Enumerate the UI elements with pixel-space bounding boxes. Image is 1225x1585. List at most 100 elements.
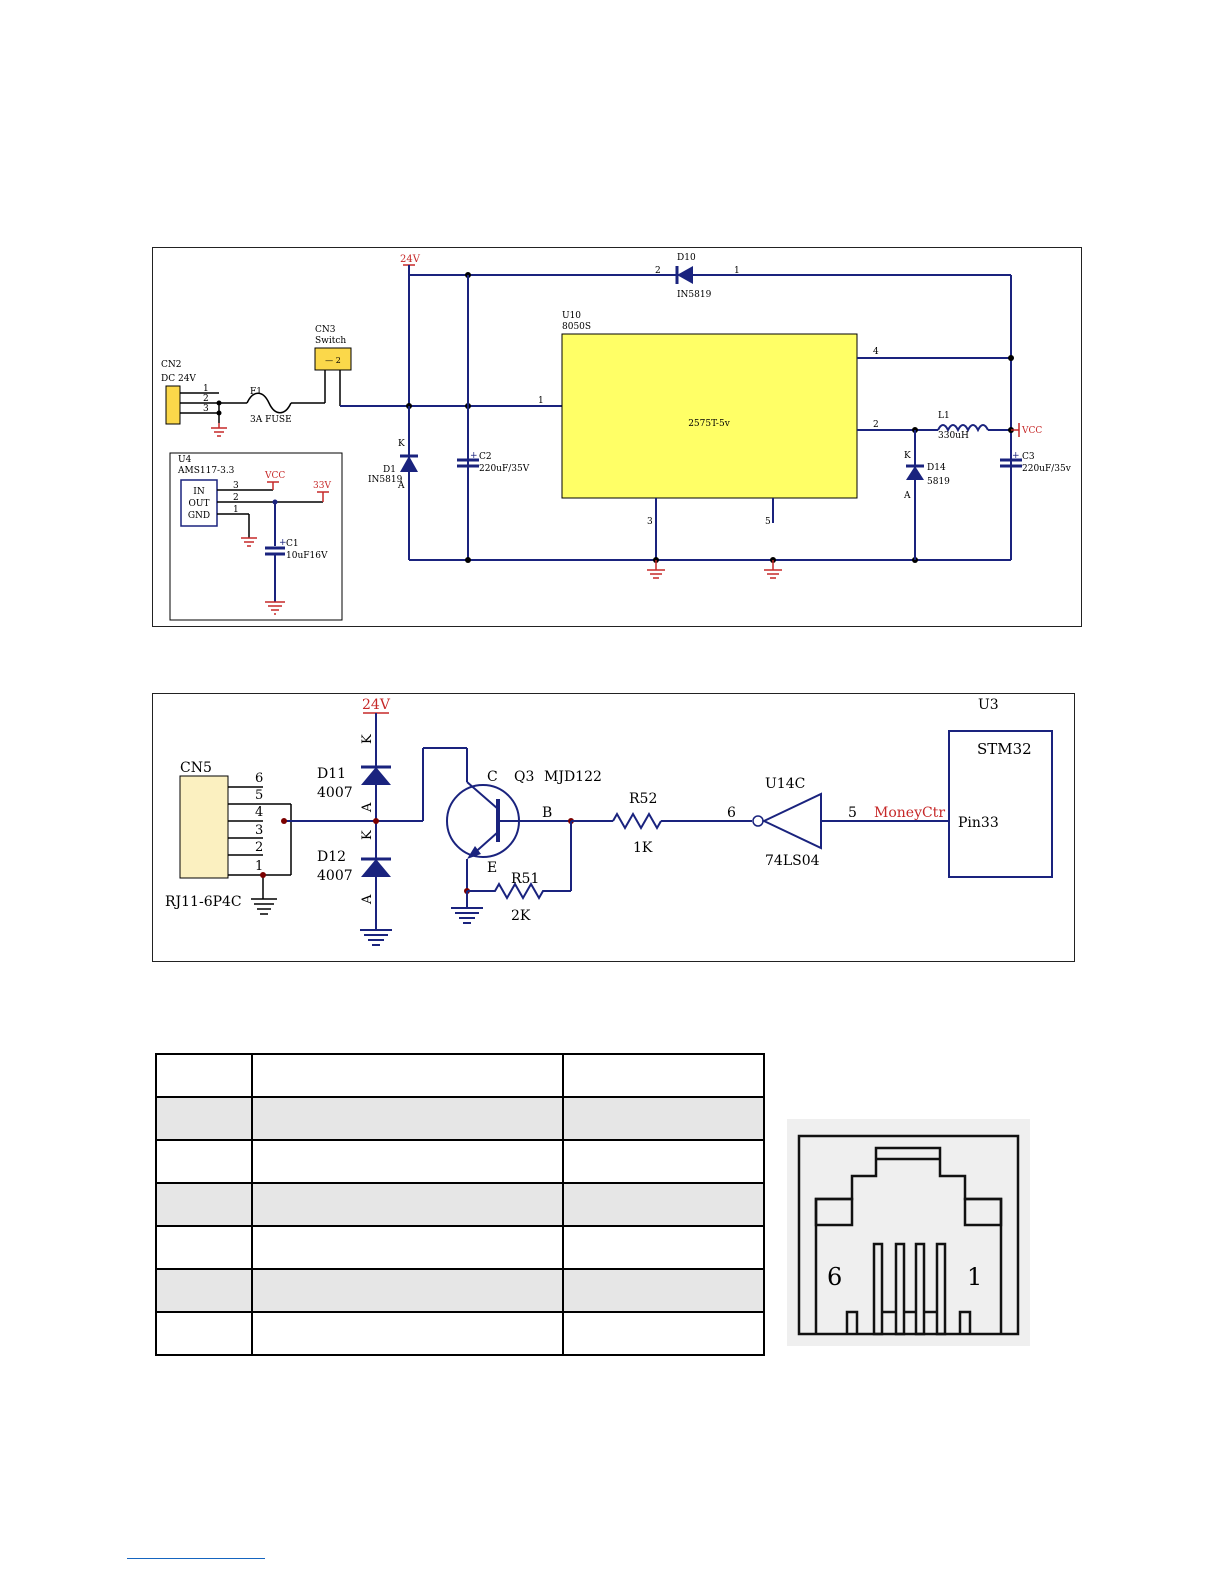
d14-value: 5819 — [927, 477, 950, 487]
table-row — [155, 1225, 765, 1270]
d1-value: IN5819 — [368, 475, 403, 485]
u10-pin4: 4 — [873, 347, 879, 357]
u3-ref: U3 — [978, 697, 999, 713]
diode-d12 — [361, 859, 391, 877]
d10-value: IN5819 — [677, 290, 712, 300]
table-row — [155, 1139, 765, 1184]
table-cell — [562, 1225, 765, 1270]
cn3-switch — [314, 347, 352, 371]
d10-ref: D10 — [677, 253, 696, 263]
cn2-pin3: 3 — [203, 404, 209, 414]
u3-pin33: Pin33 — [958, 815, 999, 831]
u10-pin5: 5 — [765, 517, 771, 527]
c3-plus: + — [1012, 451, 1020, 461]
table-cell — [155, 1182, 253, 1227]
u4-in: IN — [193, 487, 205, 497]
r51-value: 2K — [511, 908, 531, 924]
footer-link-underline — [127, 1558, 265, 1559]
d1-k: K — [398, 439, 405, 449]
u10-part: 2575T-5v — [688, 419, 731, 429]
table-row — [155, 1311, 765, 1356]
table-cell — [251, 1182, 564, 1227]
rj11-pin6-label: 6 — [827, 1263, 842, 1291]
table-row — [155, 1096, 765, 1141]
cn3-value: Switch — [315, 336, 346, 346]
d12-ref: D12 — [317, 849, 346, 865]
u14-ref: U14C — [765, 776, 805, 792]
net-moneyctr: MoneyCtr — [874, 805, 945, 821]
d11-ref: D11 — [317, 766, 346, 782]
r52-value: 1K — [633, 840, 653, 856]
u3-value: STM32 — [977, 740, 1032, 758]
d1-a: A — [397, 481, 405, 491]
u4-pin2: 2 — [233, 493, 239, 503]
u4-net-33v: 33V — [313, 481, 331, 491]
diode-d11 — [361, 767, 391, 785]
resistor-r52 — [612, 811, 662, 831]
cn2-connector — [165, 385, 181, 425]
rj11-jack-outline: 6 1 — [797, 1134, 1020, 1336]
d1-ref: D1 — [383, 465, 396, 475]
u4-gnd: GND — [188, 511, 210, 521]
table-cell — [251, 1225, 564, 1270]
cn2-ref: CN2 — [161, 360, 182, 370]
u4-ldo — [180, 479, 218, 527]
d11-a: A — [360, 802, 375, 813]
c2-ref: C2 — [479, 452, 492, 462]
table-cell — [155, 1096, 253, 1141]
power-schematic-panel: CN2 DC 24V 1 2 3 F1 3A FUSE — 2 CN3 Swit… — [152, 247, 1082, 627]
rj11-pin1-label: 1 — [967, 1263, 982, 1291]
coin-control-schematic-panel: CN5 RJ11-6P4C 6 5 4 3 2 1 24V K A K A D1… — [152, 693, 1075, 962]
table-cell — [562, 1053, 765, 1098]
u4-pin3: 3 — [233, 481, 239, 491]
f1-value: 3A FUSE — [250, 415, 292, 425]
cn5-pin6: 6 — [255, 771, 263, 786]
u10-regulator — [561, 333, 858, 499]
u4-pin1: 1 — [233, 505, 239, 515]
d11-value: 4007 — [317, 785, 353, 801]
cn3-ref: CN3 — [315, 325, 336, 335]
table-row — [155, 1268, 765, 1313]
table-row — [155, 1182, 765, 1227]
c3-value: 220uF/35v — [1022, 464, 1072, 474]
r52-ref: R52 — [629, 791, 657, 807]
table-row — [155, 1053, 765, 1098]
cn5-pin4: 4 — [255, 805, 263, 820]
d11-k: K — [360, 734, 375, 744]
table-cell — [562, 1139, 765, 1184]
table-cell — [155, 1268, 253, 1313]
c2-plus: + — [470, 451, 478, 461]
table-cell — [251, 1096, 564, 1141]
c1-plus: + — [279, 538, 287, 548]
table-cell — [251, 1139, 564, 1184]
c3-ref: C3 — [1022, 452, 1035, 462]
c1-value: 10uF16V — [286, 551, 328, 561]
diode-d10 — [677, 266, 693, 284]
l1-ref: L1 — [938, 411, 950, 421]
table-cell — [155, 1053, 253, 1098]
cn2-pin1: 1 — [203, 384, 209, 394]
table-cell — [562, 1096, 765, 1141]
u10-pin1: 1 — [538, 396, 544, 406]
q3-b: B — [542, 805, 552, 821]
cn5-pin3: 3 — [255, 823, 263, 838]
f1-ref: F1 — [250, 387, 262, 397]
q3-e: E — [487, 860, 497, 876]
net-24v: 24V — [400, 254, 421, 265]
u10-pin3: 3 — [647, 517, 653, 527]
cn5-ref: CN5 — [180, 760, 212, 776]
net-vcc: VCC — [1021, 426, 1042, 436]
d14-ref: D14 — [927, 463, 946, 473]
q3-ref: Q3 — [514, 769, 534, 785]
cn5-value: RJ11-6P4C — [165, 894, 242, 910]
cn5-connector — [179, 775, 229, 879]
u10-value: 8050S — [562, 322, 591, 332]
table-cell — [155, 1311, 253, 1356]
l1-value: 330uH — [938, 431, 969, 441]
c1-ref: C1 — [286, 539, 299, 549]
u3-mcu — [948, 730, 1053, 878]
pin-table — [155, 1053, 765, 1356]
power-schematic: CN2 DC 24V 1 2 3 F1 3A FUSE — 2 CN3 Swit… — [161, 253, 1072, 621]
net-24v-coin: 24V — [362, 697, 391, 713]
d10-pin2: 2 — [655, 266, 661, 276]
